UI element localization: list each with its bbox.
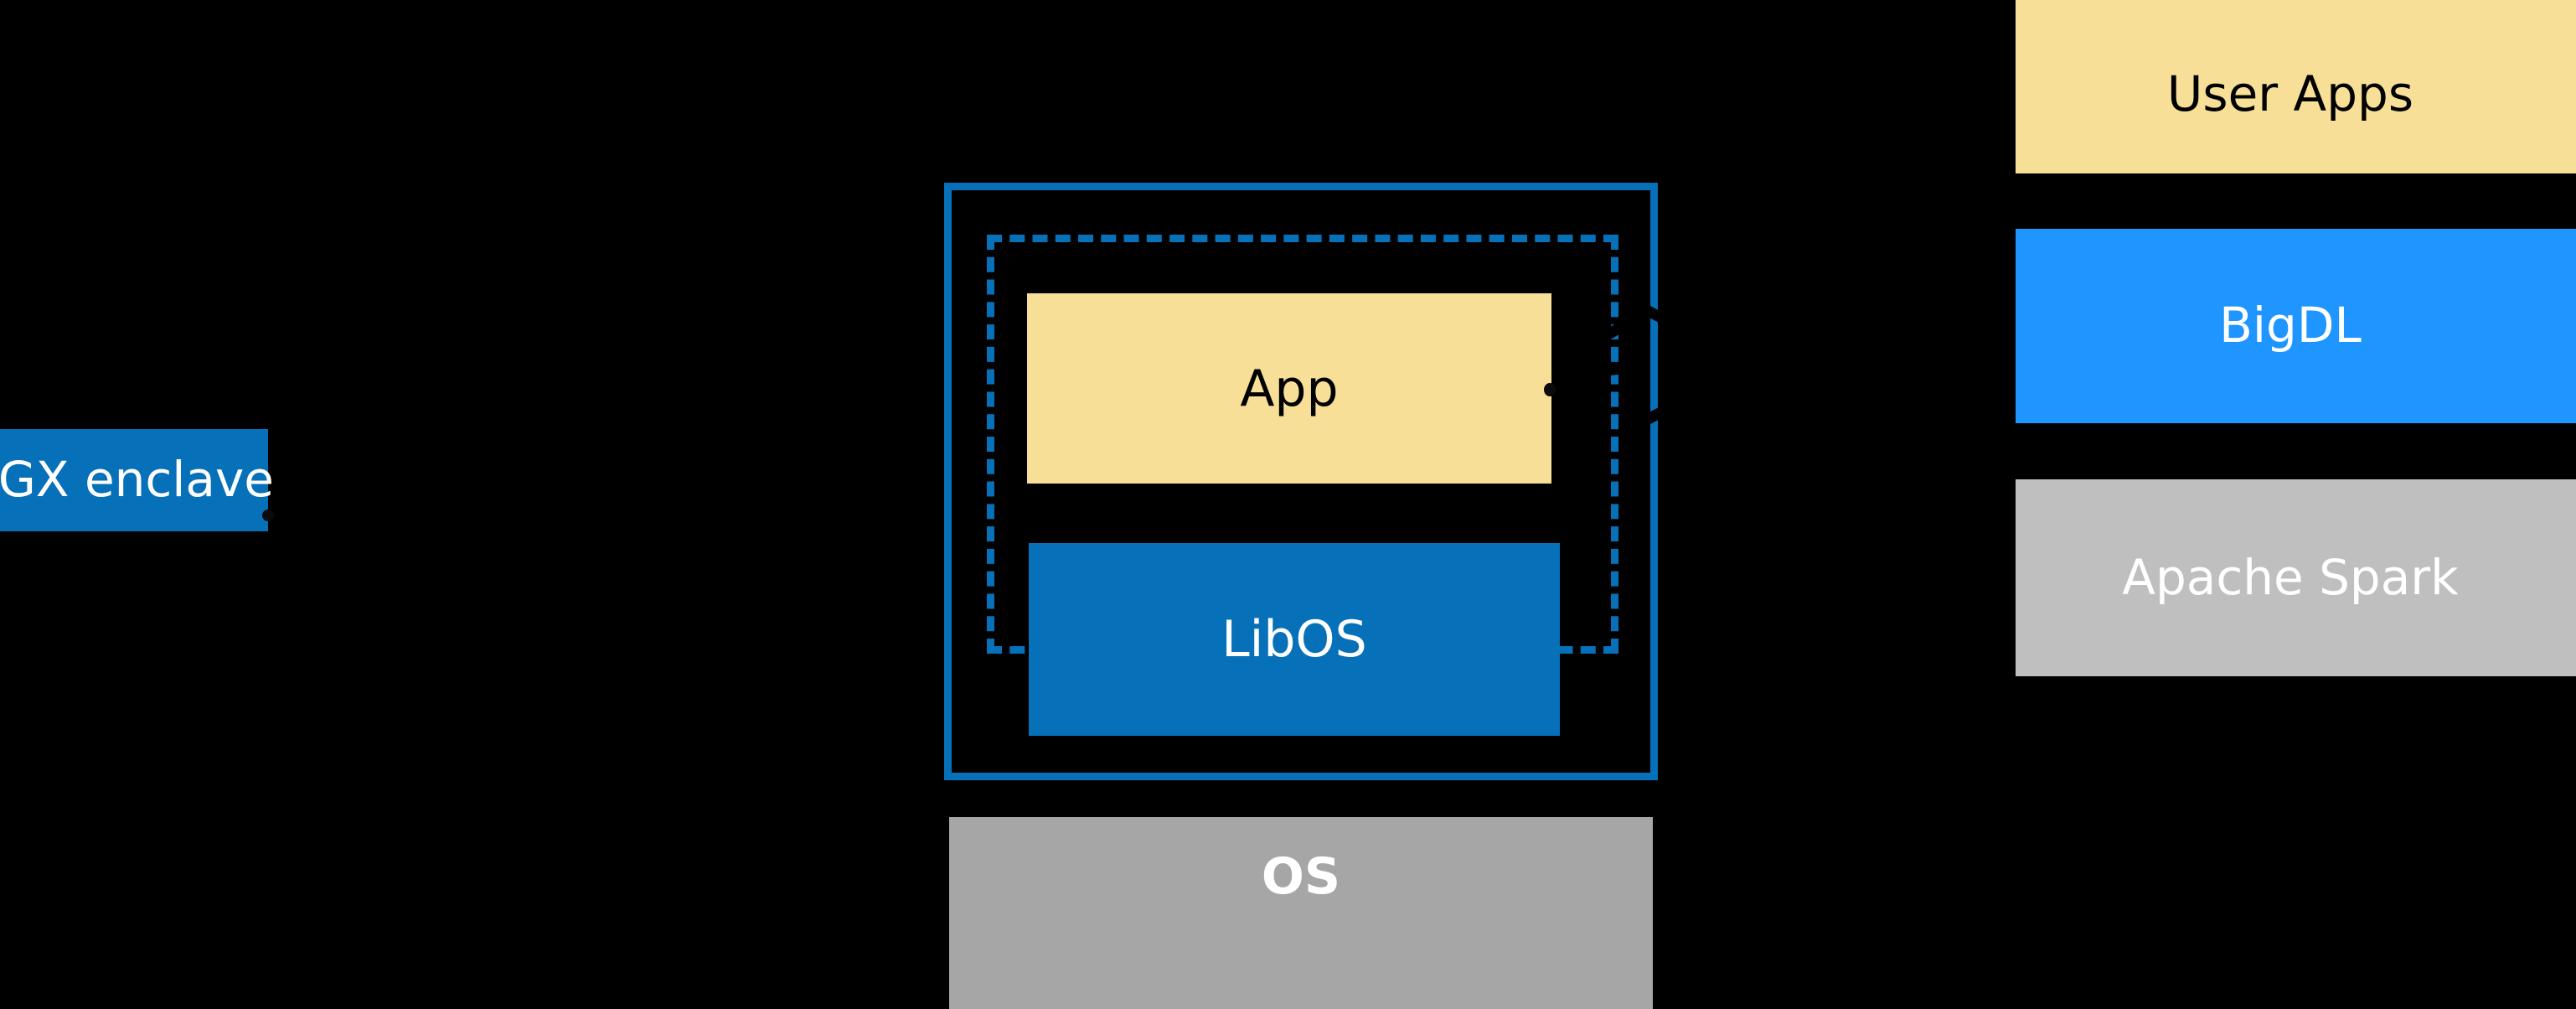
bigdl-label: BigDL [2219, 297, 2362, 354]
apache-spark-box[interactable]: Apache Spark [2016, 479, 2576, 676]
libos-label: LibOS [1221, 610, 1367, 669]
app-box[interactable]: App [1027, 293, 1551, 484]
app-label: App [1240, 359, 1339, 418]
bigdl-box[interactable]: BigDL [2016, 229, 2576, 423]
app-connector-endpoint-icon [1544, 383, 1556, 396]
sgx-enclave-box[interactable]: SGX enclave [0, 429, 274, 531]
libos-box[interactable]: LibOS [1029, 543, 1560, 736]
apache-spark-label: Apache Spark [2122, 548, 2459, 606]
os-label: OS [1261, 847, 1341, 906]
sgx-connector-endpoint-icon [262, 510, 274, 521]
enclave-boundary-solid [944, 183, 1658, 780]
user-apps-box[interactable]: User Apps [2016, 0, 2576, 173]
sgx-enclave-label: SGX enclave [0, 451, 274, 509]
os-box[interactable]: OS [949, 817, 1653, 1009]
user-apps-label: User Apps [2166, 65, 2414, 123]
